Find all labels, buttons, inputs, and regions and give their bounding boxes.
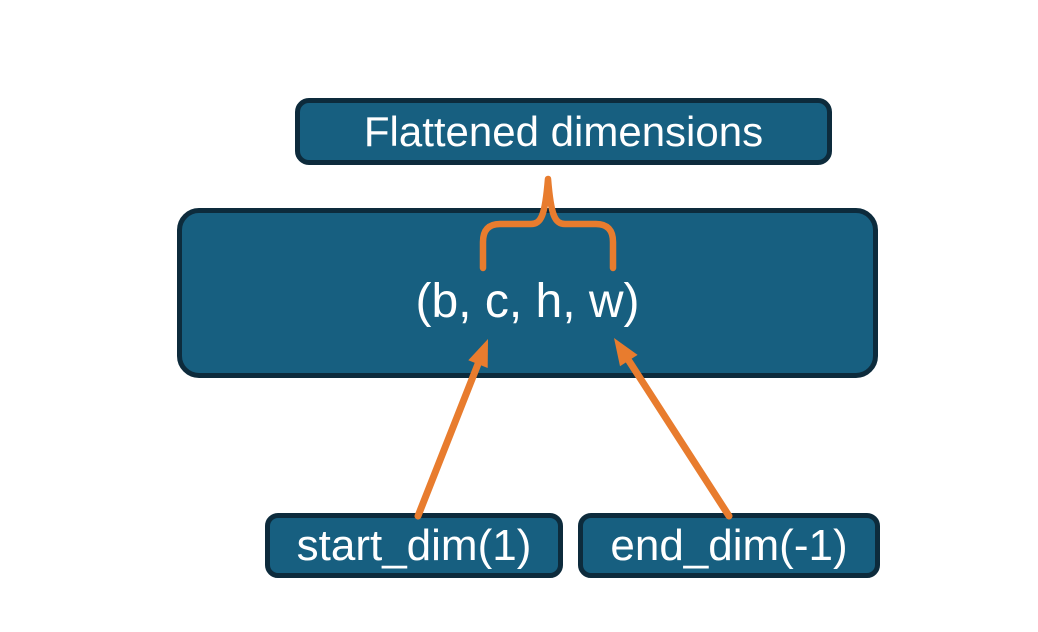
- node-start-dim-label: start_dim(1): [296, 520, 532, 570]
- node-tensor-shape: (b, c, h, w): [177, 208, 878, 378]
- node-flattened-dimensions: Flattened dimensions: [295, 98, 832, 165]
- node-start-dim: start_dim(1): [265, 513, 563, 578]
- node-tensor-shape-label: (b, c, h, w): [415, 275, 640, 328]
- node-end-dim-label: end_dim(-1): [610, 520, 848, 570]
- node-flattened-dimensions-label: Flattened dimensions: [363, 107, 764, 155]
- node-end-dim: end_dim(-1): [578, 513, 880, 578]
- arrow-end-dim-shaft: [625, 357, 733, 520]
- arrow-start-dim-shaft: [414, 360, 482, 520]
